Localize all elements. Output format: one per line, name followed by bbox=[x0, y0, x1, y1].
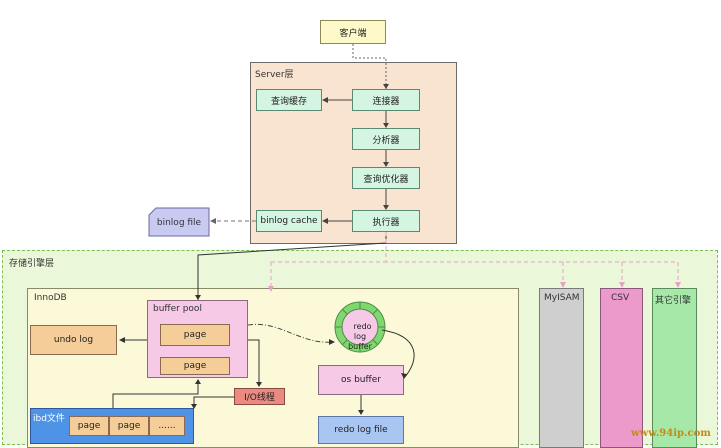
other-engine-label: 其它引擎 bbox=[655, 296, 692, 306]
binlog-file-node: binlog file bbox=[150, 208, 208, 236]
redo-log-file-node: redo log file bbox=[318, 416, 404, 444]
binlog-file-label: binlog file bbox=[156, 218, 202, 228]
redo-log-buffer-node: redo log buffer bbox=[342, 312, 378, 351]
watermark-text: www.94ip.com bbox=[631, 428, 711, 439]
ibd-page-ellipsis-label: ...... bbox=[158, 421, 176, 431]
csv-label: CSV bbox=[611, 293, 630, 303]
client-label: 客户端 bbox=[339, 28, 367, 39]
myisam-label: MyISAM bbox=[544, 293, 580, 303]
connector-label: 连接器 bbox=[372, 96, 400, 107]
redo-log-buffer-label: redo log buffer bbox=[348, 322, 372, 351]
watermark: www.94ip.com bbox=[631, 428, 711, 439]
binlog-cache-label: binlog cache bbox=[260, 216, 318, 226]
binlog-file-shape bbox=[148, 207, 210, 237]
io-thread-label: I/O线程 bbox=[244, 393, 275, 403]
buffer-pool-page-2-label: page bbox=[183, 361, 207, 371]
client-node: 客户端 bbox=[320, 20, 386, 44]
storage-engine-title: 存储引擎层 bbox=[9, 259, 55, 269]
io-thread-node: I/O线程 bbox=[234, 388, 285, 405]
ibd-page-2: page bbox=[109, 416, 149, 436]
server-layer-title: Server层 bbox=[255, 70, 294, 80]
redo-log-file-label: redo log file bbox=[334, 425, 388, 435]
other-engine: 其它引擎 bbox=[652, 288, 697, 448]
query-cache-node: 查询缓存 bbox=[256, 89, 322, 111]
buffer-pool-page-1: page bbox=[160, 324, 230, 346]
ibd-page-2-label: page bbox=[117, 421, 141, 431]
analyzer-node: 分析器 bbox=[352, 128, 420, 150]
buffer-pool-page-1-label: page bbox=[183, 330, 207, 340]
executor-label: 执行器 bbox=[372, 217, 400, 228]
optimizer-label: 查询优化器 bbox=[363, 174, 409, 185]
analyzer-label: 分析器 bbox=[372, 135, 400, 146]
os-buffer-node: os buffer bbox=[318, 365, 404, 395]
os-buffer-label: os buffer bbox=[341, 375, 381, 385]
innodb-title: InnoDB bbox=[34, 293, 67, 303]
binlog-cache-node: binlog cache bbox=[256, 210, 322, 232]
ibd-page-1: page bbox=[69, 416, 109, 436]
query-cache-label: 查询缓存 bbox=[270, 96, 307, 107]
myisam-engine: MyISAM bbox=[539, 288, 584, 448]
buffer-pool-page-2: page bbox=[160, 357, 230, 375]
optimizer-node: 查询优化器 bbox=[352, 167, 420, 189]
csv-engine: CSV bbox=[600, 288, 643, 448]
undo-log-label: undo log bbox=[53, 335, 94, 345]
ibd-page-ellipsis: ...... bbox=[149, 416, 185, 436]
connector-node: 连接器 bbox=[352, 89, 420, 111]
executor-node: 执行器 bbox=[352, 210, 420, 232]
ibd-page-1-label: page bbox=[77, 421, 101, 431]
undo-log-node: undo log bbox=[30, 325, 117, 355]
ibd-file-label: ibd文件 bbox=[33, 414, 65, 424]
buffer-pool-label: buffer pool bbox=[153, 304, 202, 314]
